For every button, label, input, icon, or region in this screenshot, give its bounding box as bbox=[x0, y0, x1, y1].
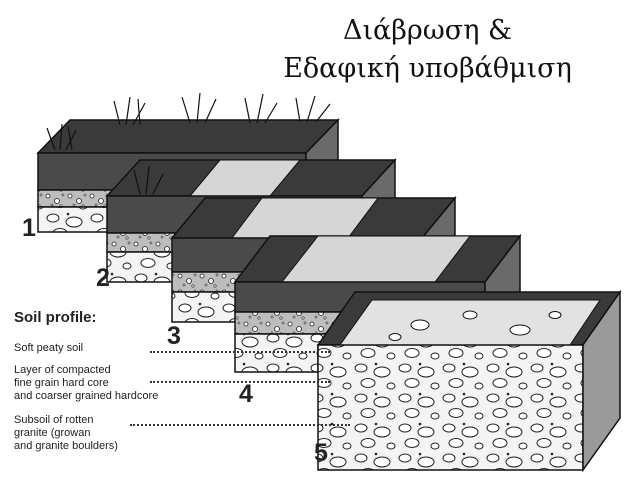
legend-item-compacted: Layer of compacted fine grain hard core … bbox=[14, 364, 158, 403]
step-number-5: 5 bbox=[314, 439, 328, 467]
step-number-1: 1 bbox=[22, 214, 36, 242]
soil-block-5 bbox=[316, 289, 622, 473]
title-line-2: Εδαφική υποβάθμιση bbox=[283, 53, 572, 84]
legend-item-peat: Soft peaty soil bbox=[14, 342, 83, 355]
grass-tufts-2 bbox=[133, 165, 164, 195]
legend-compacted-line-2: fine grain hard core bbox=[14, 377, 109, 389]
block-5-side-face bbox=[582, 289, 621, 473]
block-5-eroded-channel bbox=[339, 299, 601, 346]
legend-peat-line-1: Soft peaty soil bbox=[14, 342, 84, 354]
leader-line-peat bbox=[150, 351, 330, 353]
step-number-3: 3 bbox=[167, 322, 181, 350]
diagram-title: Διάβρωση & Εδαφική υποβάθμιση bbox=[255, 12, 600, 88]
grass-tufts bbox=[46, 92, 331, 151]
step-number-2: 2 bbox=[96, 264, 110, 292]
surface-boulders bbox=[388, 310, 562, 341]
legend-item-subsoil: Subsoil of rotten granite (growan and gr… bbox=[14, 414, 118, 453]
legend-heading: Soil profile: bbox=[14, 309, 97, 326]
legend-subsoil-line-2: granite (growan bbox=[14, 427, 91, 439]
step-number-4: 4 bbox=[239, 380, 253, 408]
title-line-1: Διάβρωση & bbox=[342, 15, 513, 46]
block-1-top-surface bbox=[36, 119, 340, 154]
leader-line-subsoil bbox=[130, 424, 350, 426]
legend-compacted-line-3: and coarser grained hardcore bbox=[14, 390, 159, 402]
block-5-subsoil-layer bbox=[317, 344, 584, 471]
legend-subsoil-line-1: Subsoil of rotten bbox=[14, 414, 94, 426]
legend-subsoil-line-3: and granite boulders) bbox=[14, 440, 118, 452]
leader-line-compacted bbox=[150, 381, 330, 383]
legend-compacted-line-1: Layer of compacted bbox=[14, 364, 111, 376]
